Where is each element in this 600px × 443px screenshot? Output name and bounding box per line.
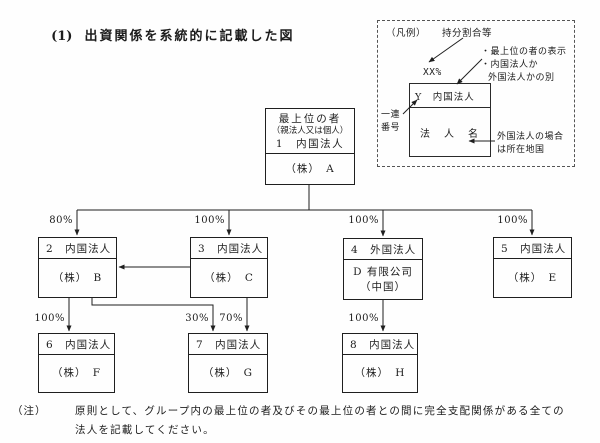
node-1-top-entity: 最上位の者 （親法人又は個人） 1 内国法人 （株） A bbox=[265, 108, 355, 185]
edge-label-a-to-c: 100% bbox=[194, 215, 225, 226]
legend-ratio-label: 持分割合等 bbox=[442, 28, 493, 39]
node-7-name: （株） G bbox=[202, 367, 254, 379]
node-3-header: 3 内国法人 bbox=[191, 238, 267, 259]
node-5-name: （株） E bbox=[507, 271, 558, 284]
legend-sample-name: 法 人 名 bbox=[420, 128, 480, 140]
node-8-header: 8 内国法人 bbox=[343, 334, 417, 355]
legend-sample-node: Y 内国法人 法 人 名 bbox=[409, 83, 491, 157]
node-1-header-line2: （親法人又は個人） bbox=[271, 126, 349, 136]
edge-label-d-to-h: 100% bbox=[348, 313, 379, 324]
node-1-header: 最上位の者 （親法人又は個人） 1 内国法人 bbox=[266, 109, 354, 154]
node-6-header: 6 内国法人 bbox=[39, 334, 114, 355]
node-4-name: D 有限公司 （中国） bbox=[353, 265, 413, 293]
edge-label-c-to-g: 70% bbox=[219, 313, 243, 324]
node-8: 8 内国法人 （株） H bbox=[342, 333, 418, 393]
legend-serial-number-label: 一連 番号 bbox=[381, 110, 401, 133]
legend-callout-top-display: ・最上位の者の表示 bbox=[481, 47, 567, 57]
node-5: 5 内国法人 （株） E bbox=[493, 237, 572, 298]
page-title: (1) 出資関係を系統的に記載した図 bbox=[25, 10, 294, 59]
note-line1: 原則として、グループ内の最上位の者及びその最上位の者との間に完全支配関係がある全… bbox=[75, 405, 565, 417]
node-2-header: 2 内国法人 bbox=[39, 238, 116, 259]
node-3: 3 内国法人 （株） C bbox=[190, 237, 268, 298]
node-1-header-line1: 最上位の者 bbox=[278, 113, 342, 125]
node-1-header-line3: 1 内国法人 bbox=[275, 138, 345, 150]
legend-foreign-note: 外国法人の場合 は所在地国 bbox=[497, 132, 564, 155]
edge-label-a-to-d: 100% bbox=[348, 215, 379, 226]
note-prefix: （注） bbox=[12, 405, 47, 417]
edge-label-a-to-b: 80% bbox=[49, 215, 73, 226]
node-8-name: （株） H bbox=[354, 367, 406, 379]
node-6-name: （株） F bbox=[51, 367, 102, 379]
node-4: 4 外国法人 D 有限公司 （中国） bbox=[343, 238, 423, 300]
title-text: 出資関係を系統的に記載した図 bbox=[84, 29, 295, 44]
node-7-header: 7 内国法人 bbox=[189, 334, 267, 355]
note-line2: 法人を記載してください。 bbox=[75, 424, 215, 436]
node-7: 7 内国法人 （株） G bbox=[188, 333, 268, 393]
legend-ratio-value: XX% bbox=[423, 67, 442, 78]
edge-label-b-to-f: 100% bbox=[34, 313, 65, 324]
node-6: 6 内国法人 （株） F bbox=[38, 333, 115, 393]
legend-heading: （凡例） bbox=[386, 28, 427, 39]
legend-callout-entity-type-2: 外国法人かの別 bbox=[488, 73, 555, 83]
node-3-name: （株） C bbox=[204, 271, 254, 284]
legend-box: （凡例） 持分割合等 XX% ・最上位の者の表示 ・内国法人か 外国法人かの別 … bbox=[377, 20, 575, 167]
node-5-header: 5 内国法人 bbox=[494, 238, 571, 259]
legend-callout-entity-type: ・内国法人か bbox=[481, 60, 539, 70]
legend-sample-header: Y 内国法人 bbox=[410, 84, 490, 108]
node-2-name: （株） B bbox=[52, 271, 103, 284]
node-4-header: 4 外国法人 bbox=[344, 239, 422, 260]
title-number: (1) bbox=[51, 29, 73, 44]
node-1-name: （株） A bbox=[285, 162, 335, 175]
node-2: 2 内国法人 （株） B bbox=[38, 237, 117, 298]
edge-label-a-to-e: 100% bbox=[497, 215, 528, 226]
